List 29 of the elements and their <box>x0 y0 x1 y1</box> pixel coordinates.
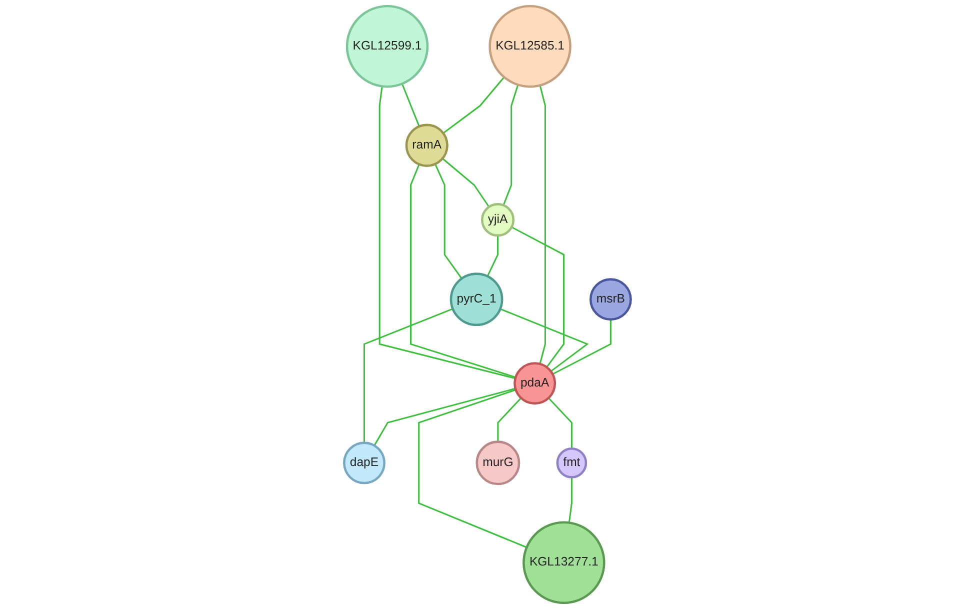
node-circle: pdaA <box>514 362 556 405</box>
connector <box>497 398 522 442</box>
connector <box>502 84 519 206</box>
connector <box>552 319 612 375</box>
node-circle: ramA <box>405 124 448 167</box>
connector <box>539 85 546 364</box>
connector <box>434 164 462 280</box>
node-circle: yjiA <box>481 203 515 237</box>
connector <box>374 388 516 446</box>
node-circle: murG <box>476 440 520 486</box>
connector <box>378 86 516 380</box>
node-circle: dapE <box>343 442 386 484</box>
connector <box>511 226 565 368</box>
node-circle: pyrC_1 <box>450 272 504 326</box>
connector <box>410 164 516 378</box>
node-circle: msrB <box>590 278 632 321</box>
connector <box>364 308 454 443</box>
connector <box>401 83 420 127</box>
connector <box>548 398 572 449</box>
connector <box>500 308 589 372</box>
connector <box>442 158 490 208</box>
connector <box>418 389 528 548</box>
connector <box>486 235 499 277</box>
node-circle: KGL12599.1 <box>346 5 429 88</box>
connector <box>442 76 505 134</box>
node-circle: KGL12585.1 <box>488 5 572 88</box>
connector <box>568 477 572 523</box>
node-circle: fmt <box>556 448 588 478</box>
node-circle: KGL13277.1 <box>522 521 606 604</box>
